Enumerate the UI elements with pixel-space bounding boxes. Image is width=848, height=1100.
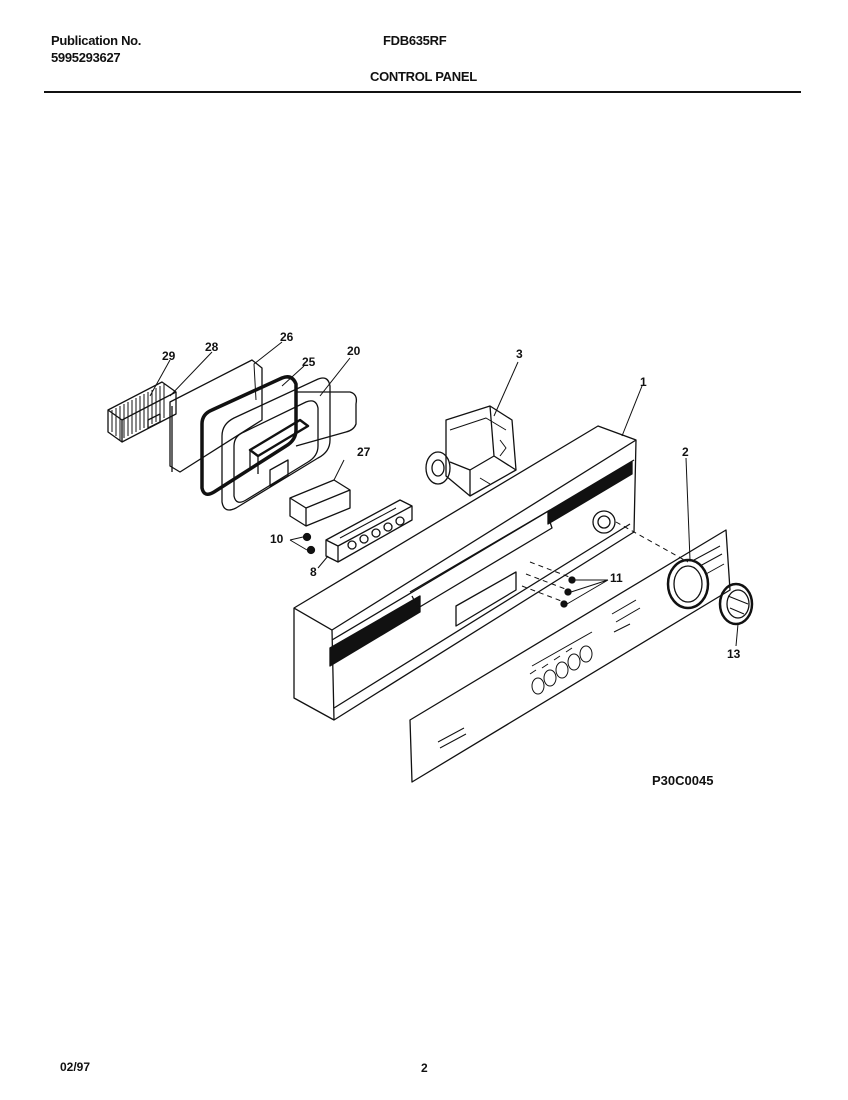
callout-10: 10 (270, 532, 284, 546)
header-rule (44, 91, 801, 93)
callout-3: 3 (516, 347, 523, 361)
part-1-console (293, 425, 637, 721)
callout-26: 26 (280, 330, 294, 344)
drawing-code: P30C0045 (652, 773, 713, 788)
part-2-overlay-panel (409, 529, 731, 783)
leader-lines (149, 341, 739, 647)
footer-date: 02/97 (60, 1060, 91, 1074)
part-29-ribbed-strip (107, 381, 177, 443)
part-28-card (169, 359, 263, 473)
part-25-gasket (200, 375, 298, 496)
part-8-control-board (325, 499, 413, 563)
part-11-screws (560, 576, 609, 608)
callout-8: 8 (310, 565, 317, 579)
part-10-screws (289, 532, 316, 555)
section-title: CONTROL PANEL (370, 69, 477, 84)
callout-20: 20 (347, 344, 361, 358)
part-20-handle-housing (221, 377, 358, 511)
callout-13: 13 (727, 647, 741, 661)
alignment-lines (521, 521, 689, 603)
callout-11: 11 (610, 571, 623, 585)
model-number: FDB635RF (383, 33, 447, 48)
callout-27: 27 (357, 445, 371, 459)
callout-2: 2 (682, 445, 689, 459)
part-13-knob (718, 582, 754, 626)
part-27-box (289, 459, 351, 527)
callout-28: 28 (205, 340, 219, 354)
callout-1: 1 (640, 375, 647, 389)
page-number: 2 (421, 1061, 428, 1075)
publication-label: Publication No. (51, 33, 142, 48)
callout-25: 25 (302, 355, 316, 369)
publication-number: 5995293627 (51, 50, 121, 65)
part-3-timer (425, 405, 517, 497)
callout-29: 29 (162, 349, 176, 363)
